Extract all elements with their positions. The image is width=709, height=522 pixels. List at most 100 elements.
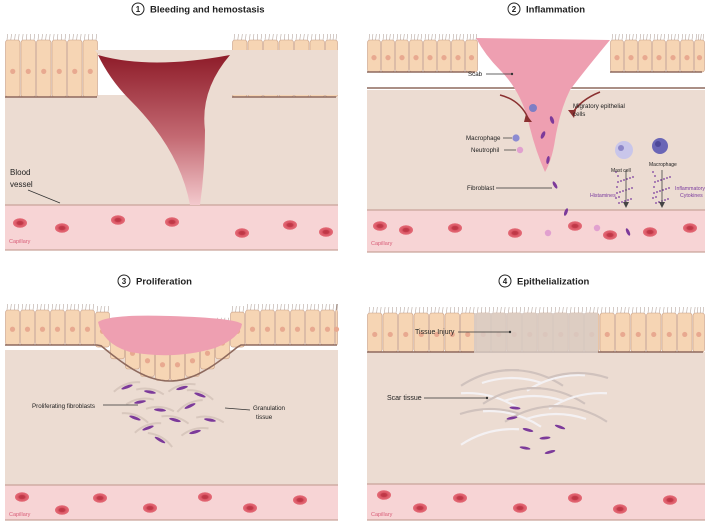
fibroblast-cell: [539, 436, 551, 440]
cell-nucleus: [696, 55, 703, 61]
fibroblast-cell: [184, 403, 196, 409]
title-4-text: Epithelialization: [517, 277, 590, 288]
cell-nucleus: [25, 68, 31, 74]
cell-nucleus: [372, 331, 378, 338]
cell-nucleus: [670, 55, 676, 61]
scar-tissue-fibers: [459, 368, 609, 454]
cell-nucleus: [41, 68, 47, 74]
cell-nucleus: [279, 326, 286, 332]
cell-nucleus: [309, 326, 316, 332]
cell-nucleus: [441, 55, 447, 61]
fibroblast-cell: [121, 384, 133, 390]
epidermis-cell: [36, 39, 52, 98]
fibroblast-cell: [176, 385, 188, 391]
macrophage-cell: [512, 134, 520, 142]
fibroblast-cell: [519, 446, 531, 450]
cell-nucleus: [87, 68, 93, 74]
epidermis-cell: [5, 39, 21, 98]
cell-nucleus: [294, 326, 301, 332]
cell-nucleus: [54, 326, 61, 332]
cell-nucleus: [682, 331, 688, 338]
cell-nucleus: [666, 331, 672, 338]
label-vessel: vessel: [10, 180, 33, 189]
panel-bleeding: Blood vessel Capillary: [5, 33, 338, 251]
red-blood-cells: [377, 490, 677, 514]
cell-nucleus: [69, 326, 76, 332]
cell-nucleus: [324, 326, 331, 332]
cell-nucleus: [635, 331, 641, 338]
wound-blood: [98, 55, 230, 205]
capillary-vessel: [5, 485, 338, 520]
title-4: 4 Epithelialization: [498, 274, 590, 288]
panel-inflammation: Scab Migratory epithelial cells Macropha…: [367, 33, 705, 253]
label-capillary-3: Capillary: [9, 512, 31, 518]
cell-nucleus: [10, 68, 16, 74]
title-3-number: 3: [122, 277, 127, 286]
fibroblast-cell: [544, 450, 556, 454]
cell-nucleus: [427, 55, 433, 61]
cell-nucleus: [249, 326, 256, 332]
label-granulation-2: tissue: [256, 414, 273, 421]
neutrophil-cell: [516, 146, 524, 154]
cell-nucleus: [656, 55, 662, 61]
fibroblast-cell: [194, 392, 206, 398]
title-2-text: Inflammation: [526, 5, 585, 16]
cell-nucleus: [174, 362, 181, 368]
label-capillary-4: Capillary: [371, 512, 393, 518]
cell-nucleus: [413, 55, 419, 61]
title-3-text: Proliferation: [136, 277, 192, 288]
label-fibroblast: Fibroblast: [467, 185, 494, 192]
panel-proliferation: Proliferating fibroblasts Granulation ti…: [5, 303, 340, 521]
cytokines-particles: [652, 171, 671, 204]
fibroblast-cell: [509, 406, 521, 410]
epidermis-cell: [82, 39, 98, 98]
fibroblast-cell: [506, 416, 518, 420]
label-inflammatory-2: Cytokines: [680, 193, 703, 199]
title-1: 1 Bleeding and hemostasis: [131, 2, 265, 16]
mast-cell: [615, 141, 633, 159]
title-4-number: 4: [503, 277, 508, 286]
fibroblast-cell: [522, 428, 534, 432]
fibroblast-cell: [189, 429, 201, 435]
cell-nucleus: [696, 331, 702, 338]
label-histamines: Histamines: [590, 193, 616, 199]
cell-nucleus: [387, 331, 393, 338]
cell-nucleus: [434, 331, 440, 338]
cell-nucleus: [628, 55, 634, 61]
cell-nucleus: [651, 331, 657, 338]
cell-nucleus: [72, 68, 78, 74]
cell-nucleus: [333, 326, 340, 332]
label-scab: Scab: [468, 71, 483, 78]
cell-nucleus: [189, 358, 196, 364]
cell-nucleus: [385, 55, 391, 61]
cell-nucleus: [84, 326, 91, 332]
fibroblast-cell: [554, 424, 566, 430]
red-blood-cells: [15, 492, 307, 515]
cell-nucleus: [418, 331, 424, 338]
fibroblast-cell: [142, 425, 154, 431]
label-granulation-1: Granulation: [253, 405, 286, 412]
cell-nucleus: [9, 326, 16, 332]
label-capillary-1: Capillary: [9, 239, 31, 245]
cell-nucleus: [642, 55, 648, 61]
scab: [98, 315, 242, 356]
capillary-vessel: [367, 484, 705, 520]
cell-nucleus: [614, 55, 620, 61]
title-2-number: 2: [512, 5, 517, 14]
cell-nucleus: [399, 55, 405, 61]
cell-nucleus: [403, 331, 409, 338]
cell-nucleus: [684, 55, 690, 61]
cell-nucleus: [24, 326, 31, 332]
cell-nucleus: [144, 358, 151, 364]
epidermis: [5, 303, 340, 382]
epidermis-cell: [20, 39, 36, 98]
cell-nucleus: [449, 331, 455, 338]
title-1-number: 1: [136, 5, 141, 14]
label-tissue-injury: Tissue Injury: [415, 329, 455, 336]
fibroblast-cell: [154, 408, 166, 412]
fibroblast-cell: [134, 400, 146, 404]
fibroblast-cell: [144, 390, 156, 394]
label-macrophage: Macrophage: [466, 135, 501, 142]
title-1-text: Bleeding and hemostasis: [150, 5, 265, 16]
